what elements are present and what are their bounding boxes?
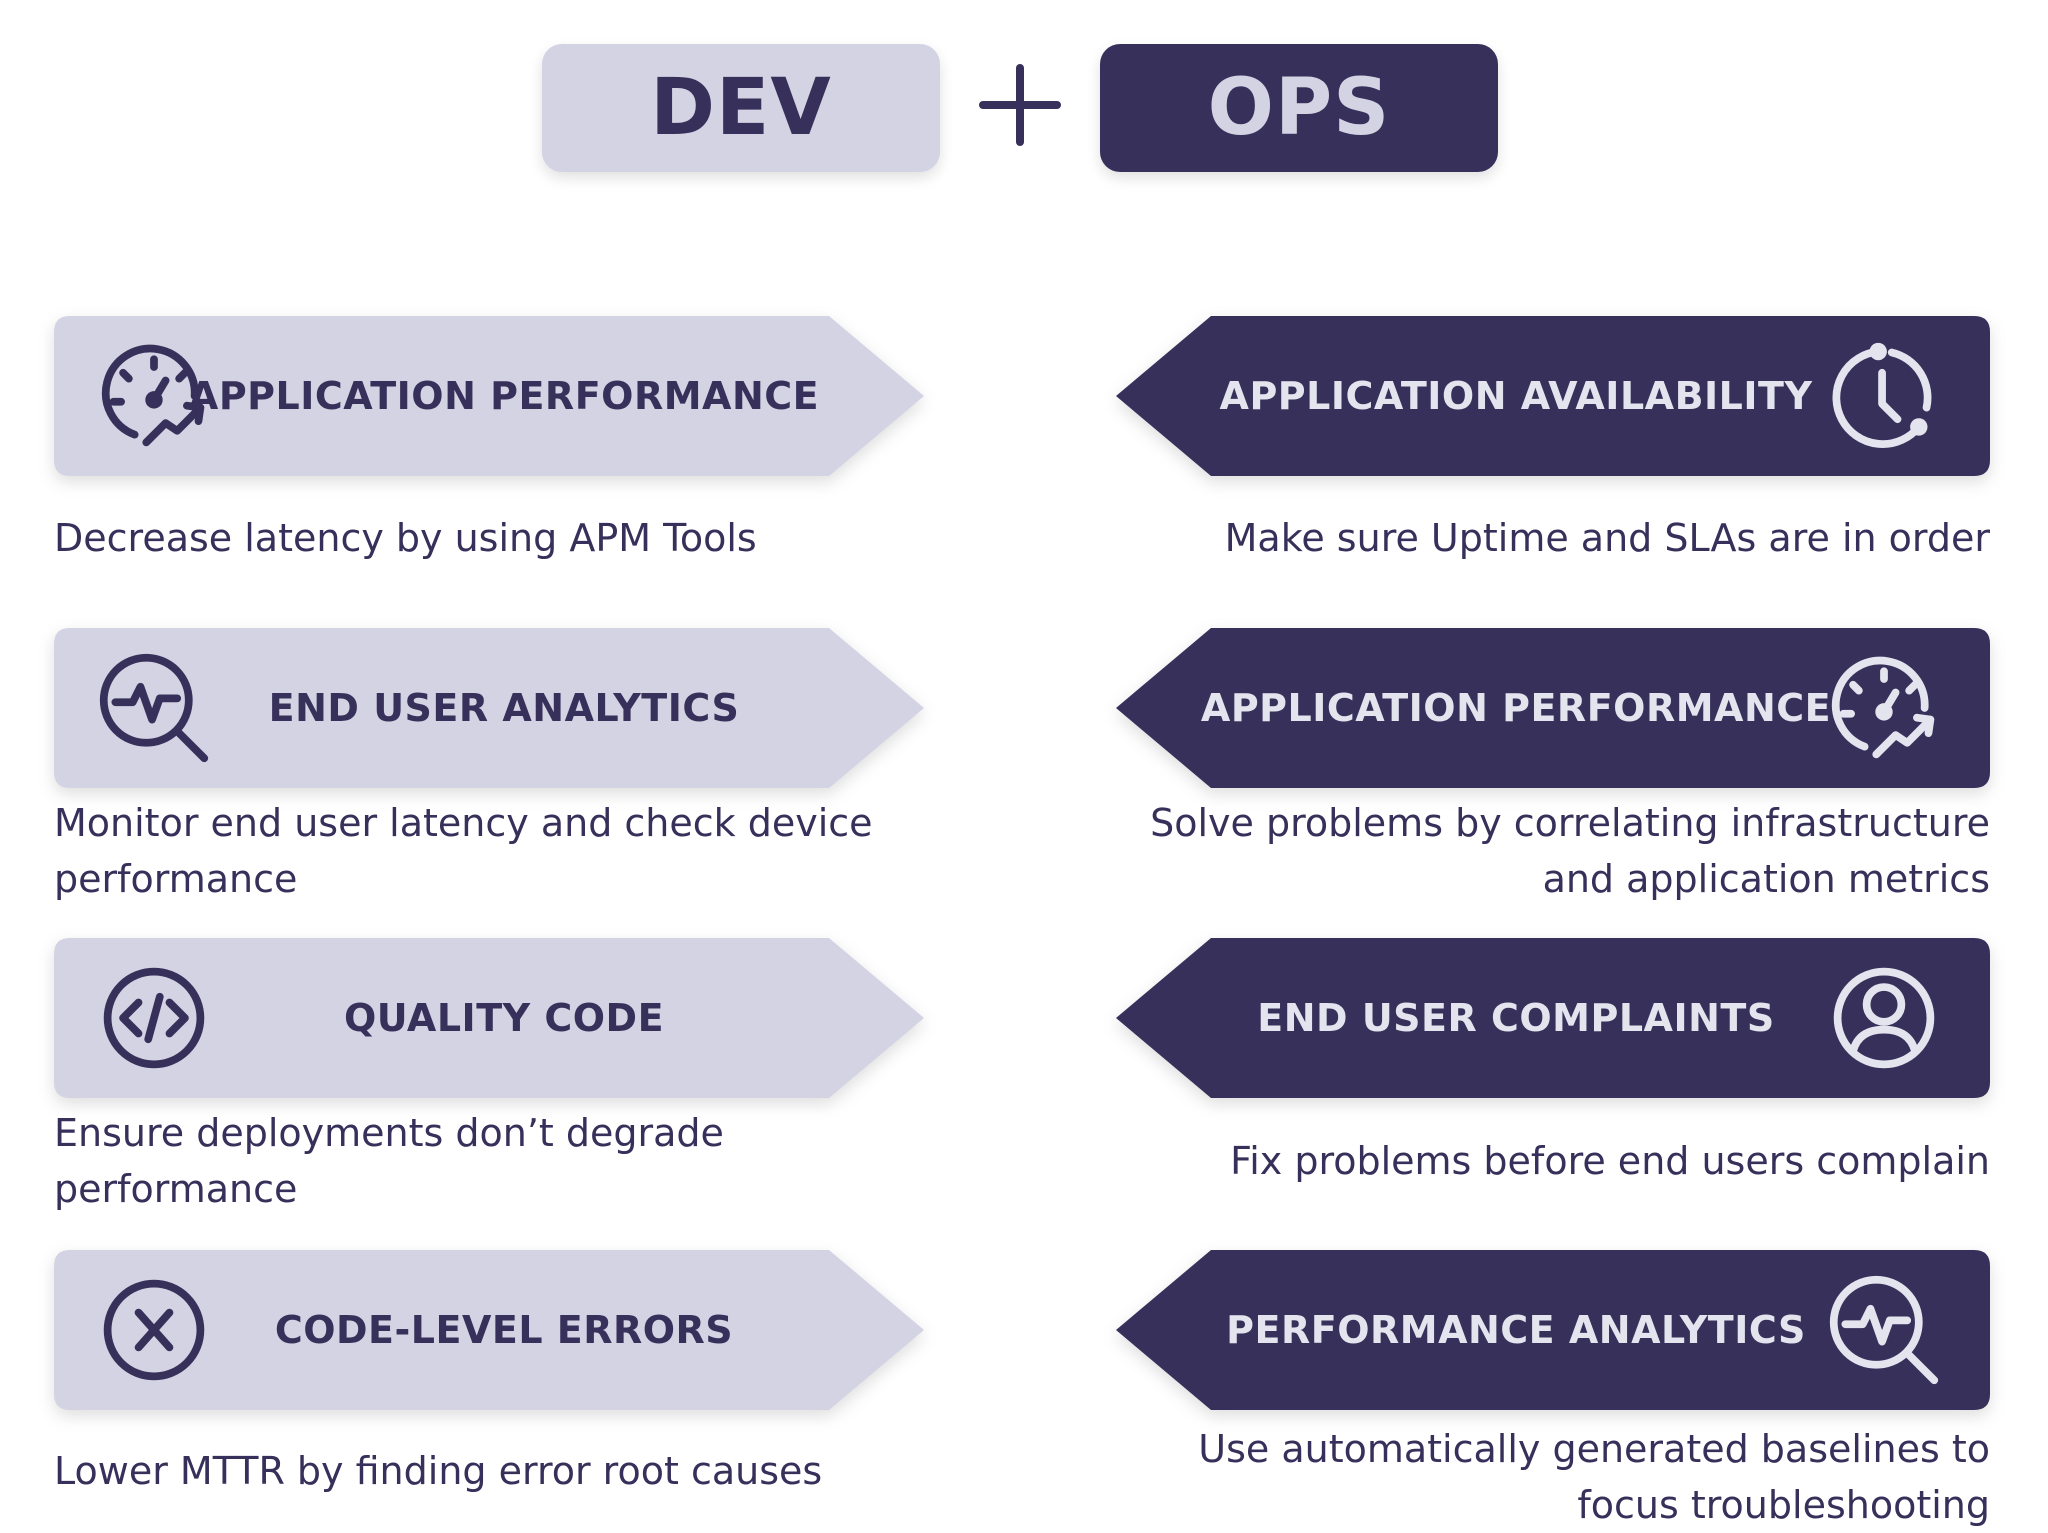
ops-banner-end-user-complaints: END USER COMPLAINTS	[1116, 938, 1990, 1098]
dev-banner-title: CODE-LEVEL ERRORS	[274, 1308, 734, 1352]
desc-line: Solve problems by correlating infrastruc…	[1150, 801, 1990, 845]
dev-desc-code-level-errors: Lower MTTR by finding error root causes	[54, 1443, 914, 1499]
magnifier-pulse-icon	[99, 653, 209, 763]
dev-banner-end-user-analytics: END USER ANALYTICS	[54, 628, 924, 788]
desc-line: Decrease latency by using APM Tools	[54, 516, 757, 560]
speedometer-trend-icon	[101, 344, 205, 447]
speedometer-trend-icon	[1831, 656, 1935, 759]
desc-line: Fix problems before end users complain	[1230, 1139, 1990, 1183]
dev-banner-quality-code: QUALITY CODE	[54, 938, 924, 1098]
dev-desc-quality-code: Ensure deployments don’t degrade perform…	[54, 1105, 914, 1217]
x-circle-icon	[103, 1279, 205, 1381]
dev-banner-title: END USER ANALYTICS	[268, 686, 740, 730]
ops-banner-title: APPLICATION AVAILABILITY	[1219, 374, 1813, 418]
desc-line: Monitor end user latency and check devic…	[54, 801, 873, 845]
desc-line: performance	[54, 1167, 298, 1211]
dev-banner-title: APPLICATION PERFORMANCE	[188, 374, 820, 418]
ops-desc-application-availability: Make sure Uptime and SLAs are in order	[1110, 510, 1990, 566]
dev-desc-application-performance: Decrease latency by using APM Tools	[54, 510, 914, 566]
desc-line: Lower MTTR by finding error root causes	[54, 1449, 823, 1493]
ops-banner-title: PERFORMANCE ANALYTICS	[1226, 1308, 1806, 1352]
ops-banner-application-availability: APPLICATION AVAILABILITY	[1116, 316, 1990, 476]
ops-banner-title: APPLICATION PERFORMANCE	[1200, 686, 1832, 730]
dev-banner-code-level-errors: CODE-LEVEL ERRORS	[54, 1250, 924, 1410]
magnifier-pulse-icon	[1829, 1275, 1939, 1385]
desc-line: Ensure deployments don’t degrade	[54, 1111, 724, 1155]
clock-icon	[1832, 342, 1932, 448]
ops-banner-title: END USER COMPLAINTS	[1257, 996, 1775, 1040]
plus-icon	[975, 60, 1065, 150]
dev-banner-title: QUALITY CODE	[343, 996, 665, 1040]
desc-line: performance	[54, 857, 298, 901]
dev-desc-end-user-analytics: Monitor end user latency and check devic…	[54, 795, 914, 907]
code-icon	[103, 967, 205, 1069]
desc-line: and application metrics	[1542, 857, 1990, 901]
ops-banner-application-performance: APPLICATION PERFORMANCE	[1116, 628, 1990, 788]
dev-header-label: DEV	[650, 63, 832, 153]
ops-header-label: OPS	[1207, 63, 1391, 153]
dev-header-box: DEV	[542, 44, 940, 172]
ops-banner-performance-analytics: PERFORMANCE ANALYTICS	[1116, 1250, 1990, 1410]
ops-desc-end-user-complaints: Fix problems before end users complain	[1110, 1133, 1990, 1189]
ops-header-box: OPS	[1100, 44, 1498, 172]
dev-banner-application-performance: APPLICATION PERFORMANCE	[54, 316, 924, 476]
user-circle-icon	[1833, 967, 1935, 1069]
desc-line: Use automatically generated baselines to	[1198, 1427, 1990, 1471]
ops-desc-performance-analytics: Use automatically generated baselines to…	[1110, 1421, 1990, 1533]
ops-desc-application-performance: Solve problems by correlating infrastruc…	[1110, 795, 1990, 907]
desc-line: focus troubleshooting	[1577, 1483, 1990, 1527]
desc-line: Make sure Uptime and SLAs are in order	[1224, 516, 1990, 560]
